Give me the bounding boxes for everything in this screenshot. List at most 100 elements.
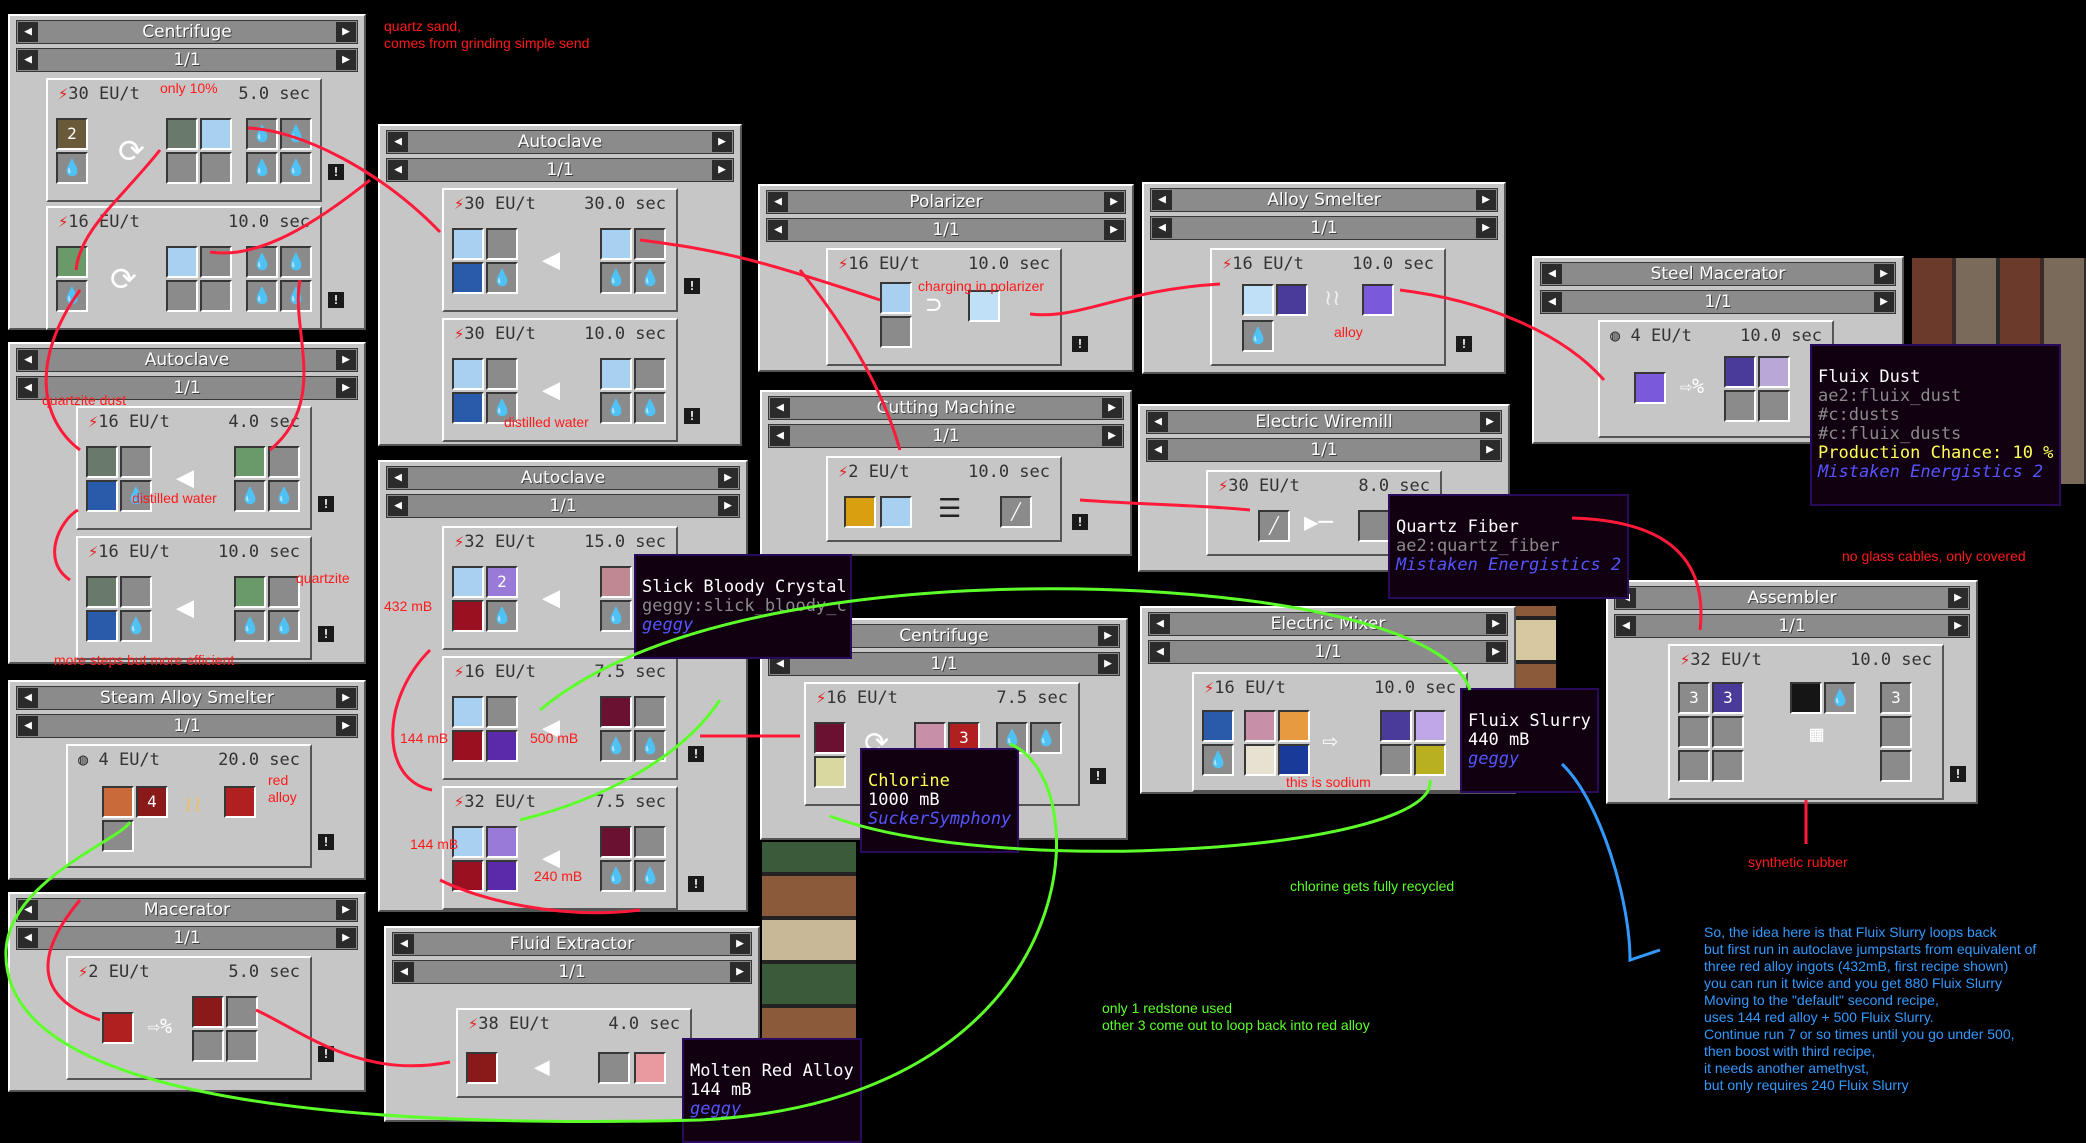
output-slot[interactable] [1724, 356, 1756, 388]
input-slot[interactable] [1244, 744, 1276, 776]
prev-arrow-button[interactable]: ◀ [394, 934, 414, 954]
fluid-slot[interactable]: 💧 [486, 600, 518, 632]
rubber-slot[interactable] [1790, 682, 1822, 714]
info-icon[interactable]: ! [688, 876, 704, 892]
prev-arrow-button[interactable]: ◀ [1148, 412, 1168, 432]
output-slot[interactable]: 3 [1880, 682, 1912, 714]
next-arrow-button[interactable]: ▶ [1948, 588, 1968, 608]
prev-page-button[interactable]: ◀ [768, 220, 788, 240]
recipe-card[interactable]: ⚡16 EU/t 10.0 sec ⊃ [826, 248, 1062, 366]
info-icon[interactable]: ! [318, 834, 334, 850]
fluid-slot[interactable]: 💧 [280, 118, 312, 150]
fluid-slot[interactable]: 💧 [634, 860, 666, 892]
input-slot[interactable] [1278, 744, 1310, 776]
molten-alloy-slot[interactable] [452, 600, 484, 632]
output-slot[interactable]: ╱ [1000, 496, 1032, 528]
recipe-card[interactable]: ⚡16 EU/t 7.5 sec ◀ 💧 💧 [442, 656, 678, 780]
next-arrow-button[interactable]: ▶ [1480, 412, 1500, 432]
output-slot[interactable] [200, 152, 232, 184]
output-slot[interactable] [166, 280, 198, 312]
output-slot[interactable] [166, 152, 198, 184]
output-slot[interactable] [200, 246, 232, 278]
input-slot[interactable] [880, 496, 912, 528]
output-slot[interactable] [634, 696, 666, 728]
next-arrow-button[interactable]: ▶ [1098, 626, 1118, 646]
recipe-card[interactable]: ⚡16 EU/t 10.0 sec 💧 ◀ 💧 💧 [76, 536, 312, 660]
prev-page-button[interactable]: ◀ [1148, 440, 1168, 460]
next-page-button[interactable]: ▶ [718, 496, 738, 516]
input-slot[interactable] [814, 756, 846, 788]
fluid-slot[interactable]: 💧 [600, 262, 632, 294]
input-slot[interactable] [452, 228, 484, 260]
chlorine-slot[interactable] [1414, 744, 1446, 776]
output-slot[interactable] [634, 228, 666, 260]
prev-page-button[interactable]: ◀ [770, 426, 790, 446]
info-icon[interactable]: ! [328, 164, 344, 180]
prev-page-button[interactable]: ◀ [18, 928, 38, 948]
output-slot[interactable] [192, 996, 224, 1028]
prev-page-button[interactable]: ◀ [1152, 218, 1172, 238]
next-arrow-button[interactable]: ▶ [336, 688, 356, 708]
output-slot[interactable] [234, 446, 266, 478]
recipe-card[interactable]: ⚡16 EU/t 10.0 sec ≀≀ 💧 [1210, 248, 1446, 366]
output-slot[interactable] [226, 1030, 258, 1062]
prev-arrow-button[interactable]: ◀ [1542, 264, 1562, 284]
next-arrow-button[interactable]: ▶ [1104, 192, 1124, 212]
output-slot[interactable] [1758, 356, 1790, 388]
input-slot[interactable]: 4 [136, 786, 168, 818]
next-arrow-button[interactable]: ▶ [718, 468, 738, 488]
next-arrow-button[interactable]: ▶ [1102, 398, 1122, 418]
output-slot[interactable] [226, 996, 258, 1028]
prev-page-button[interactable]: ◀ [1542, 292, 1562, 312]
input-slot[interactable] [120, 446, 152, 478]
recipe-card[interactable]: ⚡2 EU/t 5.0 sec ⇨% [66, 956, 312, 1080]
fluid-slot[interactable]: 💧 [634, 392, 666, 424]
fluid-slot[interactable]: 💧 [1030, 722, 1062, 754]
prev-page-button[interactable]: ◀ [18, 378, 38, 398]
recipe-card[interactable]: ⚡2 EU/t 10.0 sec ☰ ╱ [826, 456, 1062, 542]
next-page-button[interactable]: ▶ [1476, 218, 1496, 238]
input-slot[interactable] [86, 446, 118, 478]
recipe-card[interactable]: ⚡32 EU/t 7.5 sec ◀ 💧 💧 [442, 786, 678, 910]
info-icon[interactable]: ! [684, 408, 700, 424]
output-slot[interactable] [1880, 750, 1912, 782]
output-slot[interactable] [1880, 716, 1912, 748]
prev-arrow-button[interactable]: ◀ [18, 688, 38, 708]
fluid-slot[interactable]: 💧 [634, 730, 666, 762]
input-slot[interactable] [880, 316, 912, 348]
prev-arrow-button[interactable]: ◀ [770, 398, 790, 418]
molten-output-slot[interactable] [634, 1052, 666, 1084]
next-page-button[interactable]: ▶ [1948, 616, 1968, 636]
next-page-button[interactable]: ▶ [730, 962, 750, 982]
next-page-button[interactable]: ▶ [336, 378, 356, 398]
output-slot[interactable] [634, 358, 666, 390]
prev-arrow-button[interactable]: ◀ [388, 132, 408, 152]
prev-page-button[interactable]: ◀ [1616, 616, 1636, 636]
next-arrow-button[interactable]: ▶ [712, 132, 732, 152]
input-slot[interactable]: 3 [1712, 682, 1744, 714]
recipe-card[interactable]: ⚡32 EU/t 10.0 sec 3 3 💧 ▦ 3 [1668, 644, 1944, 800]
prev-arrow-button[interactable]: ◀ [1152, 190, 1172, 210]
output-slot[interactable] [200, 280, 232, 312]
input-slot[interactable] [452, 696, 484, 728]
fluid-slot[interactable]: 💧 [280, 152, 312, 184]
input-slot[interactable] [1244, 710, 1276, 742]
output-slot[interactable] [234, 576, 266, 608]
prev-arrow-button[interactable]: ◀ [18, 900, 38, 920]
next-arrow-button[interactable]: ▶ [1476, 190, 1496, 210]
next-page-button[interactable]: ▶ [1486, 642, 1506, 662]
fluid-slot[interactable] [1380, 744, 1412, 776]
output-slot[interactable] [968, 290, 1000, 322]
info-icon[interactable]: ! [318, 626, 334, 642]
molten-alloy-slot[interactable] [452, 730, 484, 762]
input-slot[interactable] [486, 826, 518, 858]
info-icon[interactable]: ! [318, 496, 334, 512]
prev-arrow-button[interactable]: ◀ [768, 192, 788, 212]
input-slot[interactable] [486, 228, 518, 260]
output-slot[interactable] [268, 446, 300, 478]
info-icon[interactable]: ! [1950, 766, 1966, 782]
next-arrow-button[interactable]: ▶ [730, 934, 750, 954]
water-slot[interactable] [86, 610, 118, 642]
fluid-slot[interactable]: 💧 [1824, 682, 1856, 714]
recipe-card[interactable]: ⚡16 EU/t 10.0 sec 💧 ⟳ 💧 💧 💧 💧 [46, 206, 322, 330]
